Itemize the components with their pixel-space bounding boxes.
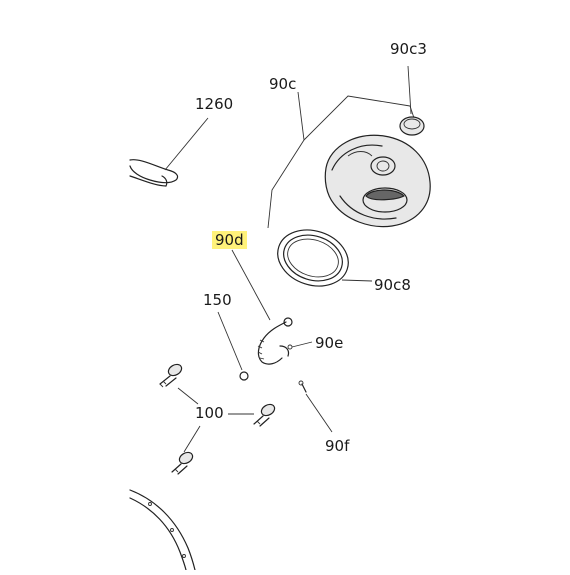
label-90c8: 90c8 [374,276,411,294]
part-90d-wire [231,249,293,365]
label-90c3: 90c3 [390,40,427,58]
leader-90e [287,341,313,350]
label-150: 150 [203,291,232,309]
label-90d[interactable]: 90d [212,231,247,249]
label-90f: 90f [325,437,350,455]
part-90c8-ring [277,229,373,287]
part-90f-pin [298,380,333,433]
label-100: 100 [195,404,224,422]
part-1260-clip [129,117,209,187]
part-150-nut [217,311,249,381]
base-housing-edge [129,489,196,571]
part-90c3-cap [399,65,425,136]
label-90e: 90e [315,334,344,352]
part-100-bolts [159,363,276,475]
label-1260: 1260 [195,95,234,113]
part-90c-housing [324,134,431,228]
label-90c: 90c [269,75,297,93]
